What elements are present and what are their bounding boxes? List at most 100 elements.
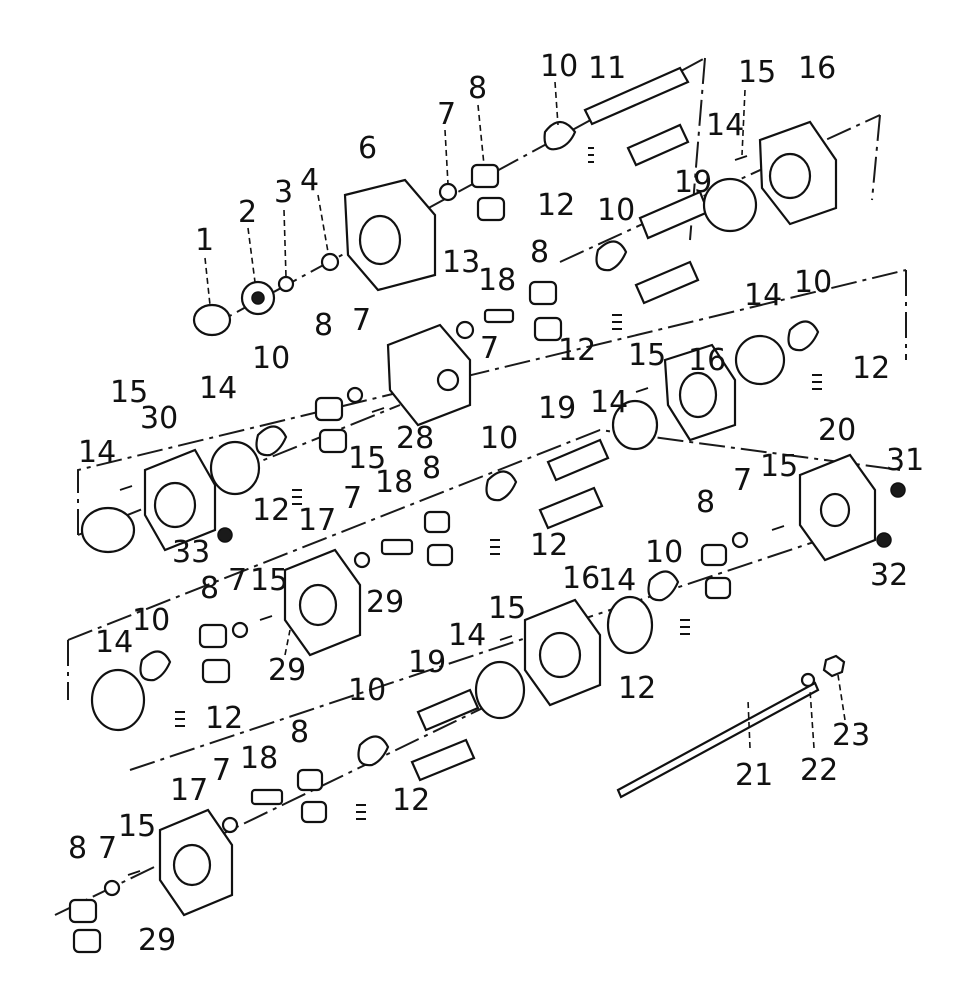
parts-row-4 bbox=[68, 570, 846, 954]
gasket-4 bbox=[734, 334, 786, 386]
flange-bore bbox=[358, 214, 402, 266]
leader-21 bbox=[747, 699, 751, 749]
callout-22: 22 bbox=[800, 753, 838, 788]
plug-33 bbox=[217, 527, 233, 543]
drive-gear-lower bbox=[626, 123, 690, 167]
callout-10: 10 bbox=[132, 603, 170, 638]
bushing-6 bbox=[700, 543, 728, 567]
washer bbox=[320, 252, 340, 272]
pin-15-f bbox=[259, 615, 273, 621]
callout-19: 19 bbox=[538, 391, 576, 426]
callout-8: 8 bbox=[530, 235, 549, 270]
callout-15: 15 bbox=[628, 338, 666, 373]
gear-3 bbox=[546, 438, 610, 482]
gear-4 bbox=[416, 688, 480, 732]
tie-rod bbox=[616, 681, 820, 799]
housing-rear-bore bbox=[768, 152, 812, 200]
callout-7: 7 bbox=[98, 831, 117, 866]
bushing-5-lower bbox=[201, 658, 231, 684]
callout-14: 14 bbox=[706, 108, 744, 143]
callout-12: 12 bbox=[392, 783, 430, 818]
callout-7: 7 bbox=[480, 331, 499, 366]
callout-21: 21 bbox=[735, 758, 773, 793]
callout-17: 17 bbox=[170, 773, 208, 808]
wear-plate-8 bbox=[357, 735, 390, 767]
callout-15: 15 bbox=[760, 449, 798, 484]
bushing-7 bbox=[296, 768, 324, 792]
leader-4 bbox=[317, 194, 329, 253]
gear-4-lower bbox=[410, 738, 476, 782]
callout-12: 12 bbox=[252, 493, 290, 528]
o-ring-small bbox=[438, 182, 458, 202]
callout-labels: 1 2 3 4 6 7 8 10 11 15 16 12 13 14 19 10… bbox=[68, 49, 924, 958]
callout-14: 14 bbox=[199, 371, 237, 406]
callout-15: 15 bbox=[250, 563, 288, 598]
callout-6: 6 bbox=[358, 131, 377, 166]
bushing-4 bbox=[423, 510, 451, 534]
callout-12: 12 bbox=[530, 528, 568, 563]
leader-23 bbox=[837, 674, 846, 721]
callout-16: 16 bbox=[562, 561, 600, 596]
callout-15: 15 bbox=[738, 55, 776, 90]
callout-18: 18 bbox=[375, 465, 413, 500]
callout-8: 8 bbox=[468, 71, 487, 106]
callout-12: 12 bbox=[205, 701, 243, 736]
leader-29 bbox=[284, 629, 291, 656]
callout-8: 8 bbox=[68, 831, 87, 866]
callout-15: 15 bbox=[110, 375, 148, 410]
callout-3: 3 bbox=[274, 175, 293, 210]
wear-plate-3 bbox=[255, 425, 288, 457]
callout-15: 15 bbox=[118, 809, 156, 844]
leader-15 bbox=[741, 89, 746, 156]
seal-ring-center bbox=[251, 291, 265, 305]
callout-33: 33 bbox=[172, 535, 210, 570]
parts-row-2 bbox=[80, 177, 820, 554]
callout-10: 10 bbox=[645, 535, 683, 570]
axis-bracket-1 bbox=[689, 57, 881, 241]
coupling-2 bbox=[380, 538, 414, 556]
end-cover-30-bore bbox=[153, 481, 197, 529]
bushing-lower bbox=[476, 196, 506, 222]
coupling-3 bbox=[250, 788, 284, 806]
wear-plate bbox=[543, 120, 577, 151]
pin-15-a bbox=[734, 155, 748, 161]
callout-10: 10 bbox=[480, 421, 518, 456]
housing-17-bore bbox=[298, 583, 338, 627]
callout-8: 8 bbox=[200, 571, 219, 606]
wear-plate-2 bbox=[595, 240, 628, 272]
leader-2 bbox=[247, 227, 256, 283]
wear-plate-6 bbox=[139, 650, 172, 682]
leader-22 bbox=[809, 689, 815, 749]
leader-7 bbox=[444, 129, 449, 185]
callout-16: 16 bbox=[688, 343, 726, 378]
callout-7: 7 bbox=[437, 97, 456, 132]
tie-rod-washer bbox=[800, 672, 816, 688]
wear-plate-7 bbox=[647, 570, 680, 602]
callout-17: 17 bbox=[298, 503, 336, 538]
gasket-8 bbox=[474, 660, 526, 720]
drive-shaft bbox=[583, 66, 690, 126]
callout-8: 8 bbox=[314, 308, 333, 343]
o-ring-2 bbox=[455, 320, 475, 340]
callout-2: 2 bbox=[238, 195, 257, 230]
callout-10: 10 bbox=[794, 265, 832, 300]
callout-7: 7 bbox=[352, 303, 371, 338]
center-housing-port bbox=[436, 368, 460, 392]
callout-4: 4 bbox=[300, 163, 319, 198]
callout-13: 13 bbox=[442, 245, 480, 280]
o-ring-5 bbox=[231, 621, 249, 639]
callout-19: 19 bbox=[674, 165, 712, 200]
bushing-8-lower bbox=[72, 928, 102, 954]
bushing-7-lower bbox=[300, 800, 328, 824]
callout-8: 8 bbox=[422, 451, 441, 486]
callout-29: 29 bbox=[138, 923, 176, 958]
callout-31: 31 bbox=[886, 443, 924, 478]
callout-14: 14 bbox=[598, 563, 636, 598]
callout-12: 12 bbox=[852, 351, 890, 386]
callout-18: 18 bbox=[478, 263, 516, 298]
bushing-2 bbox=[528, 280, 558, 306]
callout-10: 10 bbox=[540, 49, 578, 84]
o-ring-4 bbox=[353, 551, 371, 569]
callout-14: 14 bbox=[744, 278, 782, 313]
callout-12: 12 bbox=[618, 671, 656, 706]
